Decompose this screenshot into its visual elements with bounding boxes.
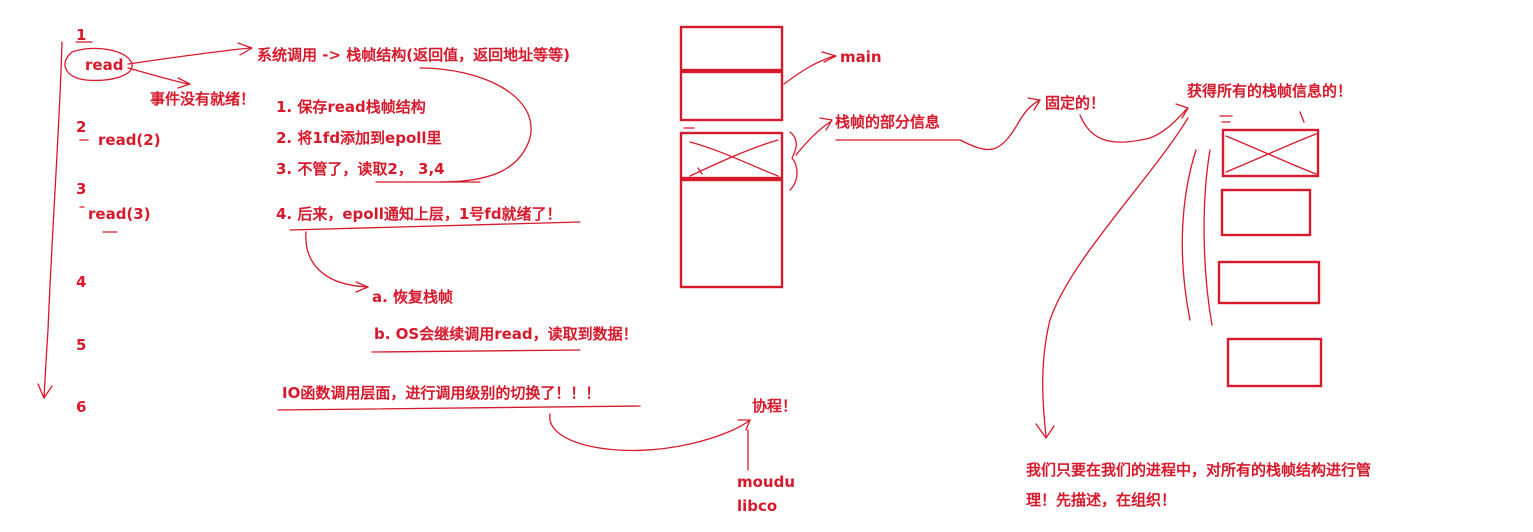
underline-io — [277, 405, 641, 411]
arrowhead-get-all — [1175, 103, 1189, 119]
io-switch-note: IO函数调用层面，进行调用级别的切换了！！！ — [282, 384, 601, 402]
step-number-6: 6 — [76, 398, 87, 416]
step-3-note: 3. 不管了，读取2， 3,4 — [276, 160, 445, 178]
arrowhead-down — [1035, 423, 1055, 439]
right-frame-4 — [1226, 337, 1323, 388]
arrowhead-fixed — [1027, 97, 1041, 111]
step-number-2: 2 — [76, 118, 87, 136]
step-4-note: 4. 后来，epoll通知上层，1号fd就绪了！ — [276, 205, 562, 223]
read-call-3: read(3) — [88, 205, 151, 223]
arrowhead-coroutine — [737, 419, 751, 431]
curve-long-down — [1042, 117, 1189, 437]
arrowhead-partial — [819, 117, 833, 131]
right-frame-1 — [1221, 128, 1320, 178]
brace-right — [789, 131, 798, 191]
main-label: main — [840, 48, 882, 66]
step-number-1: 1 — [76, 26, 87, 44]
underline-b — [371, 349, 581, 353]
arrowhead-not-ready — [177, 77, 191, 89]
timeline-arrow — [43, 41, 63, 399]
step-number-5: 5 — [76, 336, 87, 354]
sub-step-b: b. OS会继续调用read，读取到数据！ — [374, 325, 638, 343]
syscall-note: 系统调用 -> 栈帧结构(返回值，返回地址等等) — [257, 46, 570, 64]
step-number-4: 4 — [76, 273, 87, 291]
arrowhead-main — [821, 51, 837, 63]
stack-frame-4 — [679, 178, 784, 289]
right-frame-2 — [1220, 188, 1312, 237]
tick-marks — [683, 127, 703, 175]
arrow-to-not-ready — [127, 67, 189, 85]
steps-loop — [419, 67, 532, 183]
sub-step-a: a. 恢复栈帧 — [372, 288, 454, 306]
stack-frame-2 — [679, 70, 784, 122]
arrow-to-partial — [795, 121, 831, 156]
arrow-to-syscall — [127, 47, 251, 65]
partial-info-label: 栈帧的部分信息 — [835, 113, 941, 131]
read-call-2: read(2) — [98, 131, 161, 149]
timeline-arrowhead — [37, 383, 53, 399]
not-ready-note: 事件没有就绪！ — [150, 90, 256, 108]
curve-to-a — [305, 231, 369, 288]
right-frame-3 — [1217, 260, 1321, 305]
right-brace-1 — [1181, 149, 1197, 321]
manage-note-line1: 我们只要在我们的进程中，对所有的栈帧结构进行管 — [1026, 461, 1372, 479]
cross-out-right — [1225, 133, 1317, 175]
right-ticks — [1219, 111, 1305, 123]
read-call-1: read — [85, 56, 124, 74]
coroutine-label: 协程！ — [752, 397, 798, 415]
underline-step4 — [289, 221, 581, 231]
stack-frame-3 — [679, 131, 784, 180]
step-number-3: 3 — [76, 180, 87, 198]
read-circle — [64, 47, 133, 82]
cross-out-frame — [689, 139, 779, 177]
libco-label: libco — [737, 497, 778, 515]
moudu-label: moudu — [737, 473, 796, 491]
manage-note-line2: 理！先描述，在组织！ — [1026, 491, 1177, 509]
curve-to-coroutine — [549, 413, 751, 452]
step-2-note: 2. 将1fd添加到epoll里 — [276, 129, 442, 147]
arrowhead-syscall — [237, 42, 253, 56]
arrowhead-a — [355, 281, 369, 293]
right-brace-2 — [1203, 149, 1213, 326]
curve-to-fixed — [959, 99, 1041, 151]
stack-frame-1 — [679, 25, 784, 72]
get-all-label: 获得所有的栈帧信息的！ — [1187, 82, 1353, 100]
fixed-label: 固定的！ — [1045, 94, 1106, 112]
step-1-note: 1. 保存read栈帧结构 — [276, 98, 426, 116]
arrow-to-main — [783, 55, 835, 85]
curve-fixed-down — [1079, 107, 1189, 143]
